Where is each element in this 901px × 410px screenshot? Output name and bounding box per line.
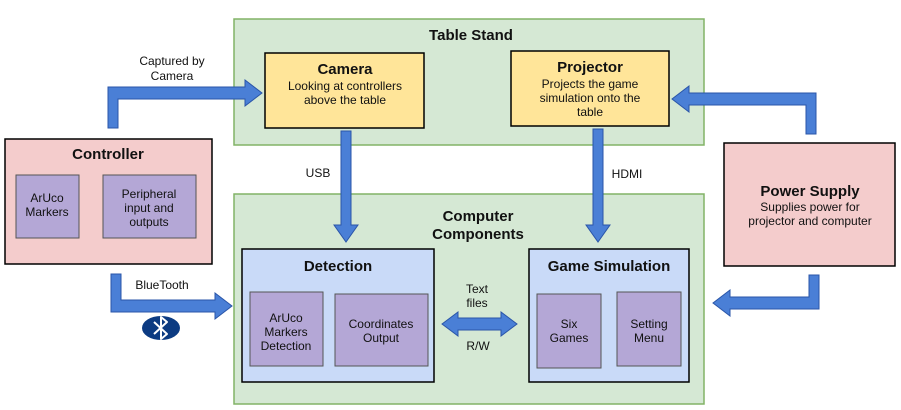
power-supply-box: Power Supply Supplies power for projecto…: [723, 142, 896, 267]
aruco-detection-box: ArUco Markers Detection: [249, 291, 324, 367]
power-to-projector-arrow: [671, 84, 817, 135]
six-games-box: Six Games: [536, 293, 602, 369]
projector-desc-line-1: Projects the game: [542, 77, 639, 91]
detection-box: Detection ArUco Markers Detection Coordi…: [241, 248, 435, 383]
text-files-label-line-1: Text: [466, 282, 489, 296]
camera-to-detection-arrow: [333, 130, 359, 243]
controller-to-detection-arrow: [110, 273, 233, 321]
projector-desc-line-2: simulation onto the: [540, 91, 641, 105]
setting-menu-line-1: Setting: [630, 317, 667, 331]
power-supply-desc-line-1: Supplies power for: [760, 200, 859, 214]
power-supply-desc-line-2: projector and computer: [748, 214, 871, 228]
captured-by-label-line-1: Captured by: [139, 54, 204, 68]
projector-box: Projector Projects the game simulation o…: [510, 50, 670, 127]
controller-box: Controller ArUco Markers Peripheral inpu…: [4, 138, 213, 265]
captured-by-label-line-2: Camera: [151, 69, 194, 83]
aruco-markers-line-2: Markers: [25, 205, 68, 219]
projector-title: Projector: [557, 59, 623, 76]
peripheral-line-3: outputs: [129, 215, 168, 229]
coordinates-output-line-2: Output: [363, 331, 400, 345]
table-stand-title: Table Stand: [429, 27, 513, 44]
detection-title: Detection: [304, 258, 372, 275]
camera-desc-line-1: Looking at controllers: [288, 79, 402, 93]
aruco-detection-line-2: Markers: [264, 325, 307, 339]
bluetooth-icon: [142, 316, 180, 340]
aruco-markers-line-1: ArUco: [30, 191, 64, 205]
aruco-detection-line-1: ArUco: [269, 311, 303, 325]
computer-components-title-line-2: Components: [432, 226, 524, 243]
projector-to-game-arrow: [585, 128, 611, 243]
peripheral-line-1: Peripheral: [122, 187, 177, 201]
camera-box: Camera Looking at controllers above the …: [264, 52, 425, 129]
rw-label: R/W: [466, 339, 490, 353]
aruco-detection-line-3: Detection: [261, 339, 312, 353]
detection-game-double-arrow: [441, 311, 518, 337]
camera-desc-line-2: above the table: [304, 93, 386, 107]
usb-label: USB: [306, 166, 331, 180]
six-games-line-2: Games: [550, 331, 589, 345]
peripheral-line-2: input and: [124, 201, 173, 215]
bluetooth-label: BlueTooth: [135, 278, 188, 292]
computer-components-title-line-1: Computer: [443, 208, 514, 225]
game-simulation-box: Game Simulation Six Games Setting Menu: [528, 248, 690, 383]
coordinates-output-box: Coordinates Output: [334, 293, 429, 367]
power-to-game-arrow: [712, 274, 820, 318]
six-games-line-1: Six: [561, 317, 578, 331]
camera-title: Camera: [317, 61, 373, 78]
peripheral-box: Peripheral input and outputs: [102, 174, 197, 239]
aruco-markers-box: ArUco Markers: [15, 174, 80, 239]
projector-desc-line-3: table: [577, 105, 603, 119]
coordinates-output-line-1: Coordinates: [349, 317, 414, 331]
controller-to-camera-arrow: [107, 78, 263, 129]
hdmi-label: HDMI: [612, 167, 643, 181]
power-supply-title: Power Supply: [760, 183, 860, 200]
game-simulation-title: Game Simulation: [548, 258, 671, 275]
text-files-label-line-2: files: [466, 296, 487, 310]
controller-title: Controller: [72, 146, 144, 163]
setting-menu-line-2: Menu: [634, 331, 664, 345]
setting-menu-box: Setting Menu: [616, 291, 682, 367]
